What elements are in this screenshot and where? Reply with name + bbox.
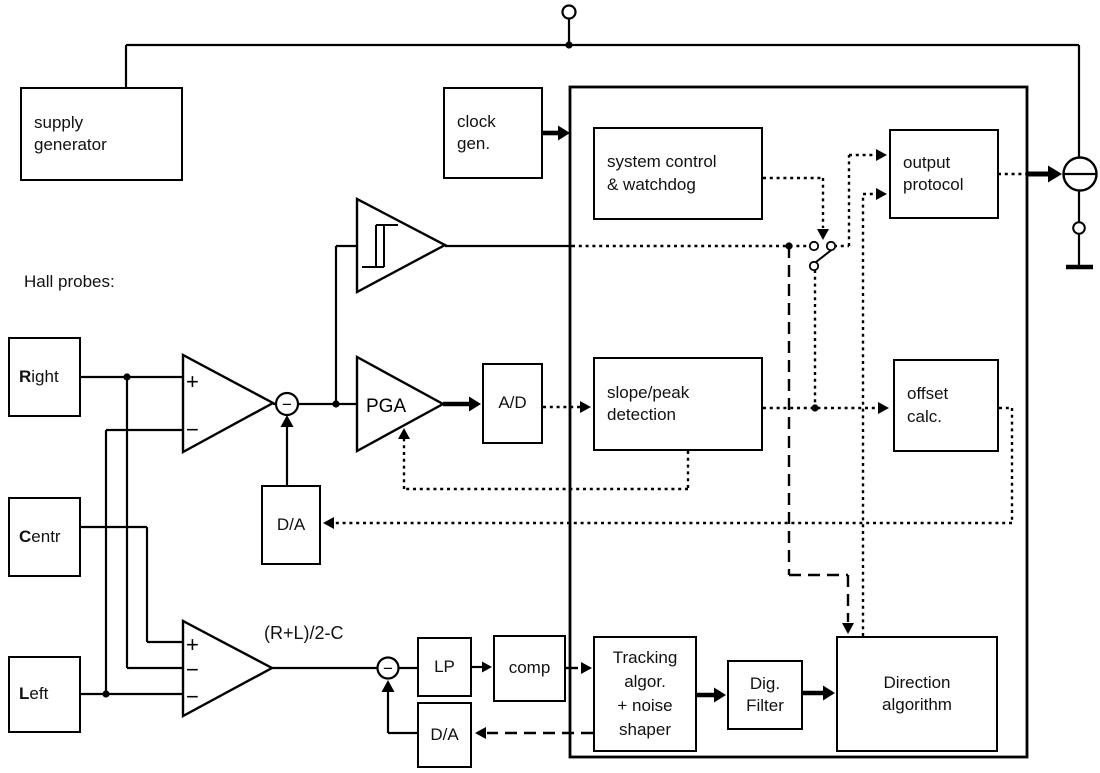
output-protocol-box: output protocol — [889, 129, 999, 219]
system-control-box: system control & watchdog — [593, 127, 763, 220]
output-terminal-icon — [1072, 221, 1086, 235]
clock-gen-box: clock gen. — [443, 87, 543, 179]
schmitt-trigger-symbol — [355, 197, 448, 295]
diff-amp-2-symbol: + − − — [181, 619, 275, 719]
digital-block-outline — [568, 85, 1029, 759]
lp-filter-box: LP — [417, 637, 472, 697]
dig-filter-box: Dig. Filter — [727, 660, 803, 730]
offset-calc-box: offset calc. — [893, 359, 999, 452]
dac-upper-box: D/A — [261, 485, 321, 565]
diff-amp-2-plus: + — [186, 632, 199, 657]
output-stage-wires — [1066, 191, 1093, 270]
thick-arrows — [443, 125, 1062, 703]
tracking-algorithm-box: Tracking algor. + noise shaper — [593, 636, 697, 752]
formula-label: (R+L)/2-C — [264, 623, 344, 643]
supply-terminal-icon — [561, 4, 577, 20]
dac-lower-box: D/A — [417, 702, 472, 768]
junction-dots — [102, 41, 819, 698]
summing-2-minus: − — [383, 659, 393, 678]
direction-algorithm-box: Direction algorithm — [836, 636, 998, 752]
slope-peak-detection-box: slope/peak detection — [593, 357, 763, 451]
output-driver-icon — [1062, 156, 1098, 192]
pga-label: PGA — [366, 396, 406, 417]
diff-amp-1-symbol: + − — [181, 353, 276, 455]
mode-switch — [808, 240, 837, 272]
hall-probe-left-box: Left — [8, 656, 81, 733]
arrowheads — [280, 149, 889, 739]
summing-junction-1: − — [274, 391, 300, 417]
diff-amp-1-minus: − — [186, 417, 199, 442]
adc-box: A/D — [482, 363, 543, 444]
hysteresis-icon — [362, 224, 398, 268]
supply-generator-box: supply generator — [20, 87, 183, 181]
diff-amp-2-minus1: − — [186, 657, 199, 682]
hall-probe-centr-box: Centr — [8, 497, 81, 577]
summing-junction-2: − — [376, 656, 400, 680]
hall-probes-caption: Hall probes: — [24, 272, 115, 291]
dotted-control-wires — [331, 153, 1027, 636]
comp-box: comp — [493, 635, 566, 702]
summing-1-minus: − — [282, 395, 292, 414]
hall-probe-wires — [81, 375, 183, 696]
pga-symbol: PGA — [355, 354, 446, 454]
supply-wires — [124, 18, 1081, 158]
hall-probe-right-box: Right — [8, 337, 81, 417]
diff-amp-2-minus2: − — [186, 684, 199, 709]
diff-amp-1-plus: + — [186, 369, 199, 394]
